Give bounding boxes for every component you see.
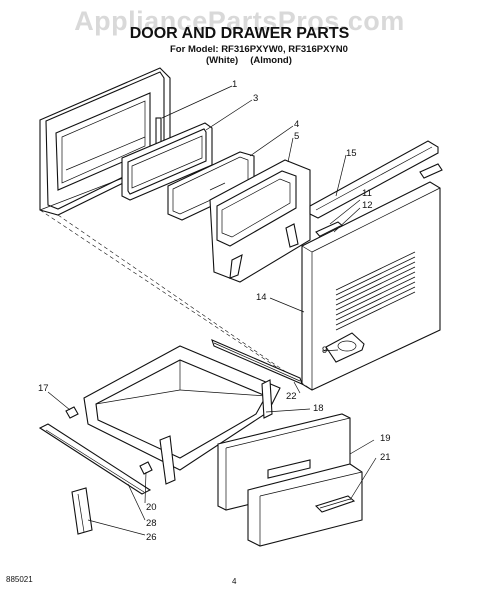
drawer-handle [314, 495, 356, 513]
drawer-slide-rail [211, 339, 303, 385]
callout-4: 4 [294, 119, 300, 130]
callout-26: 26 [146, 532, 157, 543]
door-inner-liner [209, 159, 311, 283]
color-almond: (Almond) [250, 55, 292, 66]
diagram-title: DOOR AND DRAWER PARTS [129, 25, 350, 42]
rail-screw [139, 461, 153, 475]
callout-28: 28 [146, 518, 157, 529]
leader-lines [47, 85, 377, 536]
top-trim [309, 140, 443, 219]
callout-12: 12 [362, 200, 373, 211]
window-gasket [121, 122, 213, 201]
callout-1: 1 [232, 79, 238, 90]
callout-17: 17 [38, 383, 49, 394]
callout-19: 19 [380, 433, 391, 444]
callout-18: 18 [313, 403, 324, 414]
callout-20: 20 [146, 502, 157, 513]
callout-5: 5 [294, 131, 300, 142]
color-variants: (White) (Almond) [206, 55, 304, 66]
end-cap [71, 487, 93, 535]
vent-grille [335, 251, 416, 331]
callout-22: 22 [286, 391, 297, 402]
rear-door-panel [301, 181, 441, 391]
callout-21: 21 [380, 452, 391, 463]
drawer-front-panel [217, 413, 363, 547]
drawer-body [83, 345, 281, 485]
callout-3: 3 [253, 93, 259, 104]
model-line: For Model: RF316PXYW0, RF316PXYN0 [170, 44, 348, 55]
door-outer-panel [39, 67, 171, 216]
callout-15: 15 [346, 148, 357, 159]
drawer-clip [65, 406, 79, 419]
drawer-left-rail [38, 423, 152, 495]
callout-11: 11 [362, 188, 372, 199]
callout-14: 14 [256, 292, 267, 303]
page-number: 4 [232, 577, 237, 586]
watermark: AppliancePartsPros.com [74, 6, 405, 36]
footer-code: 885021 [6, 575, 33, 584]
callout-9: 9 [322, 345, 328, 356]
color-white: (White) [206, 55, 239, 66]
